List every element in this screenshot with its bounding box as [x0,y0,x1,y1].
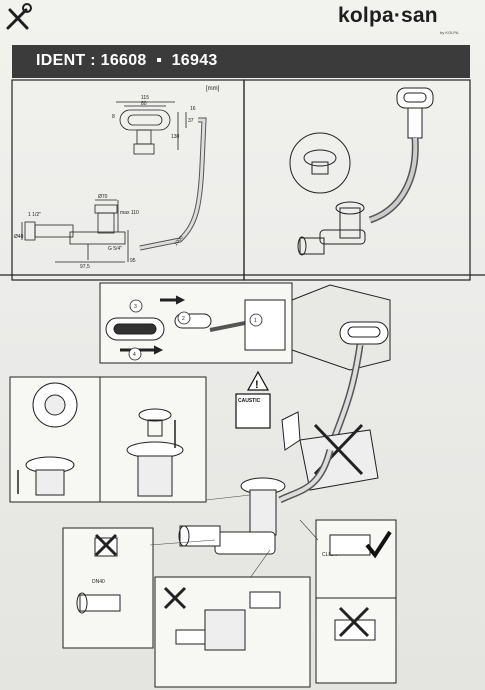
dim-115: 115 [141,95,149,101]
dim-16: 16 [190,106,196,112]
dim-1000: 1000 [173,235,185,248]
panel-click [315,519,397,599]
dim-40: Ø40 [14,234,24,240]
check-icon [365,530,392,559]
dim-130: 130 [171,134,180,140]
tools-icon [6,3,32,30]
panel-overview [243,79,471,281]
dim-g54: G 5/4" [108,246,122,252]
step-badges [128,299,263,361]
ident-text: IDENT : 16608 ▪ 16943 [36,52,218,70]
overview-drawing [289,87,434,256]
drain-assembly [178,449,334,555]
dim-1-1-2: 1 1/2" [28,212,41,218]
step-3-label: 3 [134,304,137,310]
brand-subtitle: by KOLPA [440,30,459,35]
ident-separator: ▪ [156,52,163,69]
dim-97-5: 97,5 [80,264,90,270]
dim-80: 80 [141,101,147,107]
ident-label: IDENT : [36,52,96,69]
step-2-label: 2 [182,316,185,322]
overflow-housing [291,284,391,452]
ident-code-1: 16608 [100,52,147,69]
dim-max110: max 110 [120,210,139,216]
caustic-label: CAUSTIC [238,398,261,404]
dim-95: 95 [130,258,136,264]
dim-70: Ø70 [98,194,108,200]
unit-label: [mm] [206,86,220,92]
brand-logo: kolpa·san [338,4,438,27]
dim-8: 8 [112,114,115,120]
cross-icon [94,533,370,638]
ident-code-2: 16943 [171,52,218,69]
dim-37: 37 [188,118,194,124]
step-1-label: 1 [254,318,257,324]
step-4-label: 4 [133,352,136,358]
dimension-drawing [21,101,207,263]
dn40-label: DN40 [92,579,105,585]
warning-mark: ! [255,379,259,391]
ident-bar: IDENT : 16608 ▪ 16943 [12,45,470,78]
